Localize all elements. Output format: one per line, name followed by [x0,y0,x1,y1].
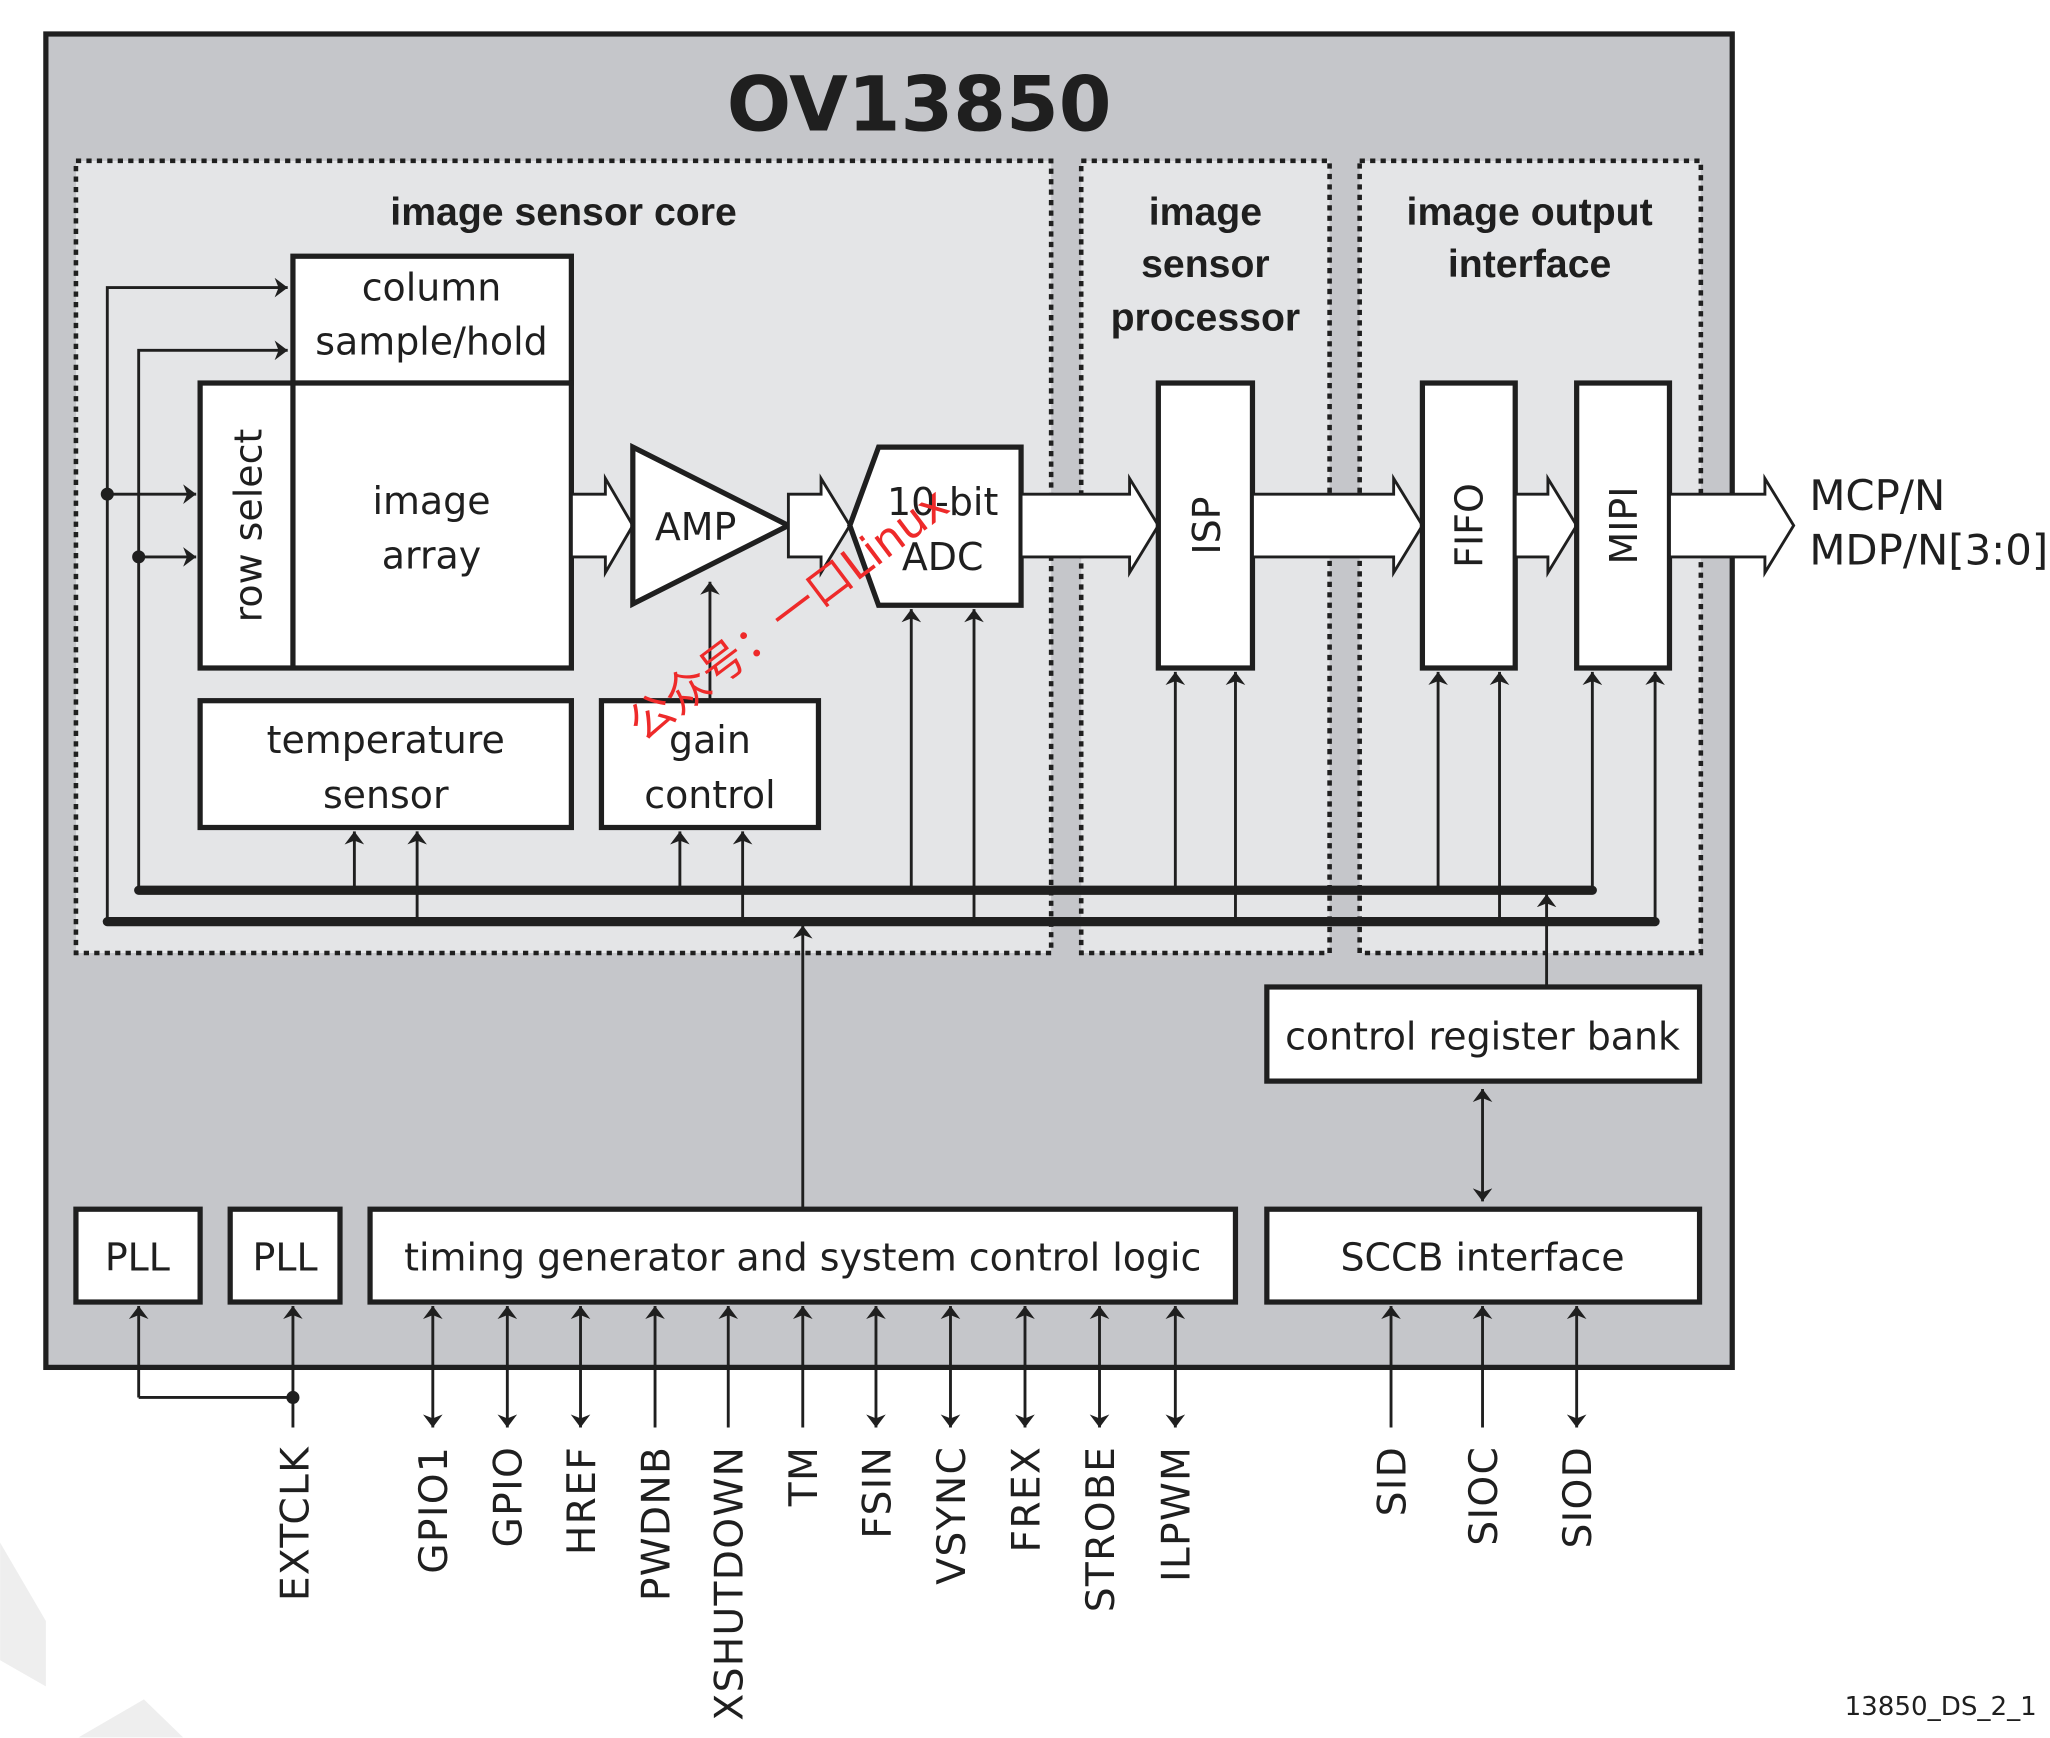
pin-label: SIOC [1462,1446,1507,1546]
pll-block-2: PLL [227,1206,343,1305]
pin-vsync: VSYNC [930,1305,975,1585]
temperature-sensor-block: temperature sensor [197,698,574,831]
pin-strobe: STROBE [1079,1305,1124,1612]
svg-text:PLL: PLL [253,1236,318,1280]
pin-xshutdown: XSHUTDOWN [708,1305,753,1721]
svg-text:column: column [362,266,502,310]
svg-text:control: control [644,773,775,817]
svg-text:image: image [372,479,490,523]
svg-text:FIFO: FIFO [1448,483,1492,568]
pin-label: FSIN [855,1446,900,1539]
fifo-block: FIFO [1419,380,1518,671]
pin-fsin: FSIN [855,1305,900,1539]
gain-control-block: gain control [598,698,822,831]
pll-block-1: PLL [73,1206,203,1305]
data-arrow-amp-to-adc [786,473,852,578]
chip-title: OV13850 [727,61,1112,149]
svg-text:10-bit: 10-bit [887,480,998,524]
extclk-wiring [128,1305,303,1428]
svg-text:temperature: temperature [267,718,505,762]
pin-href: HREF [560,1305,605,1555]
mipi-block: MIPI [1574,380,1673,671]
pin-label: ILPWM [1155,1446,1200,1582]
svg-text:PLL: PLL [105,1236,170,1280]
pin-sioc: SIOC [1462,1305,1507,1546]
svg-text:sample/hold: sample/hold [315,319,547,363]
pin-extclk: EXTCLK [274,1446,319,1601]
image-array-block: row select image array [197,380,574,671]
section-label-isp-1: image [1149,191,1262,234]
adc-block: 10-bit ADC [847,444,1024,608]
section-label-output-2: interface [1448,243,1611,286]
data-arrow-mipi-output [1668,473,1796,578]
pin-frex: FREX [1004,1305,1049,1553]
pin-label: FREX [1004,1446,1049,1553]
svg-text:control register bank: control register bank [1285,1015,1680,1059]
pin-ilpwm: ILPWM [1155,1305,1200,1582]
svg-text:array: array [382,534,481,578]
pin-label: SIOD [1556,1446,1601,1549]
figure-id: 13850_DS_2_1 [1845,1692,2037,1722]
data-arrow-fifo-to-mipi [1513,473,1579,578]
data-arrow-adc-to-isp [1019,473,1161,578]
pin-sid: SID [1370,1305,1415,1517]
svg-text:ISP: ISP [1185,496,1229,554]
pin-label: GPIO1 [412,1446,457,1574]
pin-siod: SIOD [1556,1305,1601,1549]
pin-label: PWDNB [634,1446,679,1601]
control-register-bank-block: control register bank [1264,984,1703,1084]
section-label-output-1: image output [1407,191,1653,234]
background-decoration [0,1542,184,1738]
svg-text:timing generator and system co: timing generator and system control logi… [404,1236,1201,1280]
svg-text:sensor: sensor [323,773,449,817]
pin-label: STROBE [1079,1446,1124,1612]
sccb-pins: SID SIOC SIOD [1370,1305,1601,1549]
isp-block: ISP [1155,380,1256,671]
section-label-isp-3: processor [1111,297,1301,340]
section-label-isp-2: sensor [1141,243,1270,286]
control-wires-left [100,277,288,922]
pin-tm: TM [782,1305,827,1507]
section-label-core: image sensor core [390,191,736,234]
column-sample-hold-block: column sample/hold [290,253,574,386]
bus-taps [344,609,1665,922]
output-label-mdp: MDP/N[3:0] [1809,526,2048,575]
svg-text:SCCB interface: SCCB interface [1340,1236,1624,1280]
amp-block: AMP [630,442,795,609]
sccb-interface-block: SCCB interface [1264,1206,1703,1305]
svg-text:ADC: ADC [902,535,984,579]
pin-label: SID [1370,1446,1415,1517]
output-label-mcp: MCP/N [1809,471,1945,520]
pin-label: VSYNC [930,1446,975,1585]
svg-text:AMP: AMP [655,505,737,549]
pin-label: XSHUTDOWN [708,1446,753,1721]
row-select-label: row select [227,429,271,623]
pin-gpio: GPIO [487,1305,532,1548]
timing-pins: GPIO1 GPIO HREF PWDNB XSHUTDOWN TM FSIN VSYNC FR… [412,1305,1200,1721]
pin-pwdnb: PWDNB [634,1305,679,1601]
pin-label: GPIO [487,1446,532,1548]
svg-text:gain: gain [669,718,751,762]
timing-generator-block: timing generator and system control logi… [367,1206,1239,1305]
svg-text:MIPI: MIPI [1602,487,1646,565]
pin-label: TM [782,1446,827,1507]
data-arrow-array-to-amp [569,473,635,578]
pin-gpio1: GPIO1 [412,1305,457,1574]
pin-label: HREF [560,1446,605,1555]
data-arrow-isp-to-fifo [1251,473,1425,578]
